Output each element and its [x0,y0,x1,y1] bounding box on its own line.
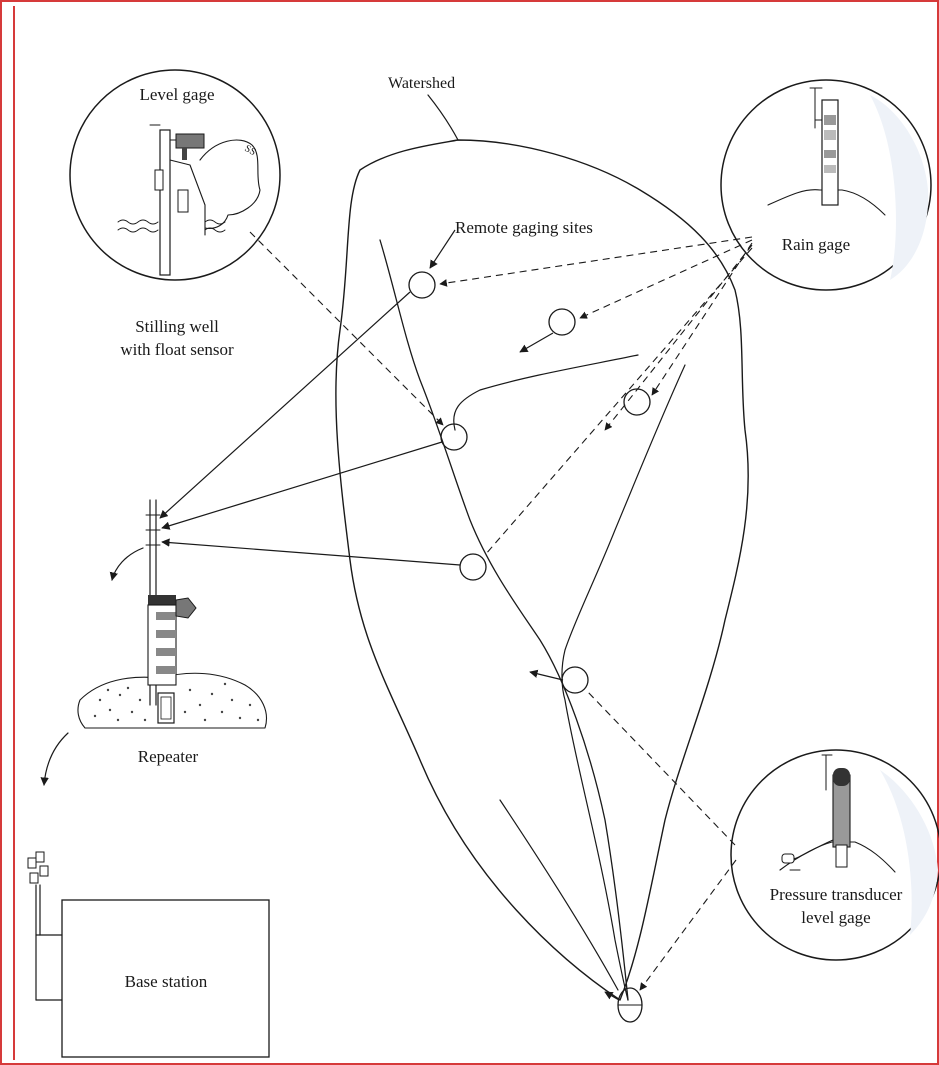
level-gage-label: Level gage [139,85,214,104]
rain-gage-radio-links [439,236,753,556]
gaging-site-1 [408,271,436,299]
rain-gage-label: Rain gage [782,235,850,254]
gaging-site-6 [561,666,589,694]
pressure-gage-dashed-links [585,689,737,991]
watershed-pointer [427,94,459,141]
east-tributary [561,364,686,1001]
site2-outflow [519,332,554,353]
main-stream [379,239,629,1001]
watershed-label: Watershed [388,75,455,92]
stilling-well-label-line2: with float sensor [120,340,234,359]
repeater-label: Repeater [138,747,199,766]
svg-text:SS: SS [243,143,258,158]
base-station-label: Base station [125,972,208,991]
gaging-site-2 [548,308,576,336]
repeater-radio-links [159,291,461,566]
base-station [27,851,270,1058]
pressure-gage-label-line2: level gage [801,908,870,927]
repeater-station [77,499,267,729]
west-tributary [453,354,639,431]
gaging-site-3 [623,388,651,416]
stilling-well-label-line1: Stilling well [135,317,219,336]
outlet-gaging-site [617,987,643,1023]
repeater-relay-arrow-bottom [40,732,69,786]
outlet-outflow [604,991,620,1001]
watershed-boundary [335,139,749,1001]
gaging-site-5 [459,553,487,581]
level-gage-inset: SS [69,69,281,281]
gaging-site-4 [440,423,468,451]
remote-sites-pointer [429,229,456,269]
repeater-relay-arrow-top [109,547,144,581]
level-gage-dashed-link [249,231,444,426]
site6-outflow [529,669,564,681]
pressure-gage-inset [730,749,939,961]
southwest-channel [499,799,619,991]
remote-gaging-sites-label: Remote gaging sites [455,218,593,237]
rain-gage-inset [720,79,932,291]
pressure-gage-label-line1: Pressure transducer [770,885,903,904]
